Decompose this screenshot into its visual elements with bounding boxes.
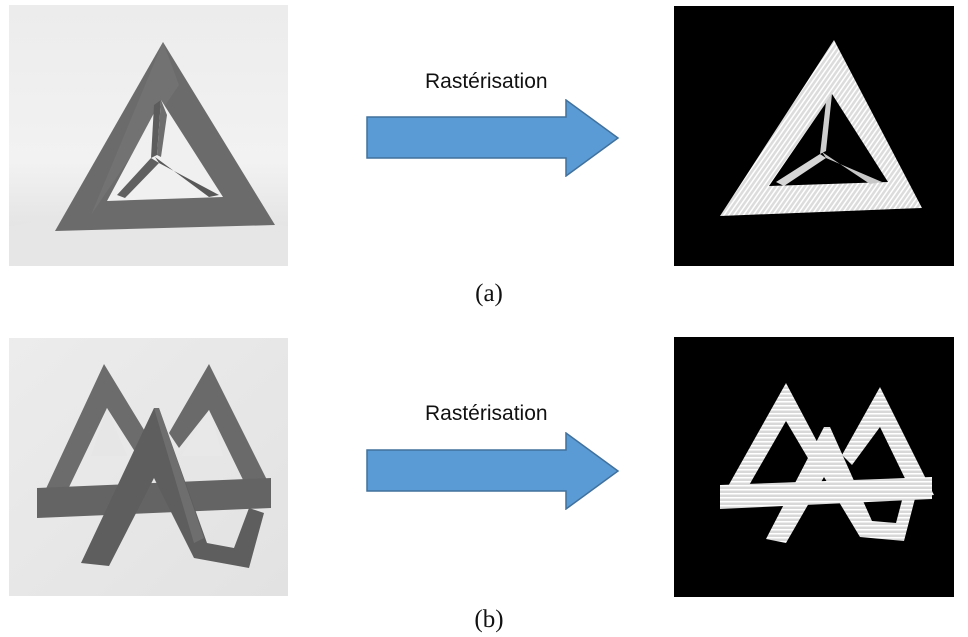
raster-zigzag-image bbox=[674, 337, 954, 597]
arrow-right-icon bbox=[366, 99, 620, 177]
solid-zigzag-image bbox=[9, 338, 288, 596]
caption-a: (a) bbox=[475, 280, 503, 307]
arrow-label: Rastérisation bbox=[425, 402, 548, 425]
arrow-shape bbox=[366, 432, 620, 510]
arrow-shape bbox=[366, 99, 620, 177]
arrow-right-icon bbox=[366, 432, 620, 510]
caption-b: (b) bbox=[474, 606, 504, 633]
raster-triangle-image bbox=[674, 6, 954, 266]
arrow-label: Rastérisation bbox=[425, 70, 548, 93]
solid-triangle-image bbox=[9, 5, 288, 266]
